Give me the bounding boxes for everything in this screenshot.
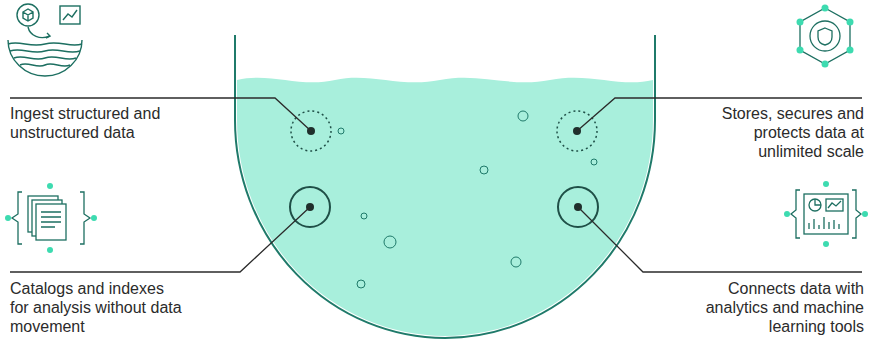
catalog-callout: Catalogs and indexes for analysis withou…	[10, 279, 185, 336]
leader-lines	[10, 98, 862, 272]
bubbles	[338, 111, 597, 288]
secure-icon	[797, 5, 854, 68]
catalog-icon	[5, 183, 97, 253]
ingest-callout: Ingest structured and unstructured data	[10, 104, 185, 142]
analytics-icon	[784, 181, 868, 247]
lake-bowl	[235, 35, 655, 338]
analytics-callout: Connects data with analytics and machine…	[689, 279, 864, 336]
water-fill	[237, 78, 653, 336]
ingest-icon	[8, 4, 82, 76]
storage-callout: Stores, secures and protects data at unl…	[689, 104, 864, 161]
callout-targets	[290, 111, 598, 227]
callout-dots	[306, 127, 582, 211]
